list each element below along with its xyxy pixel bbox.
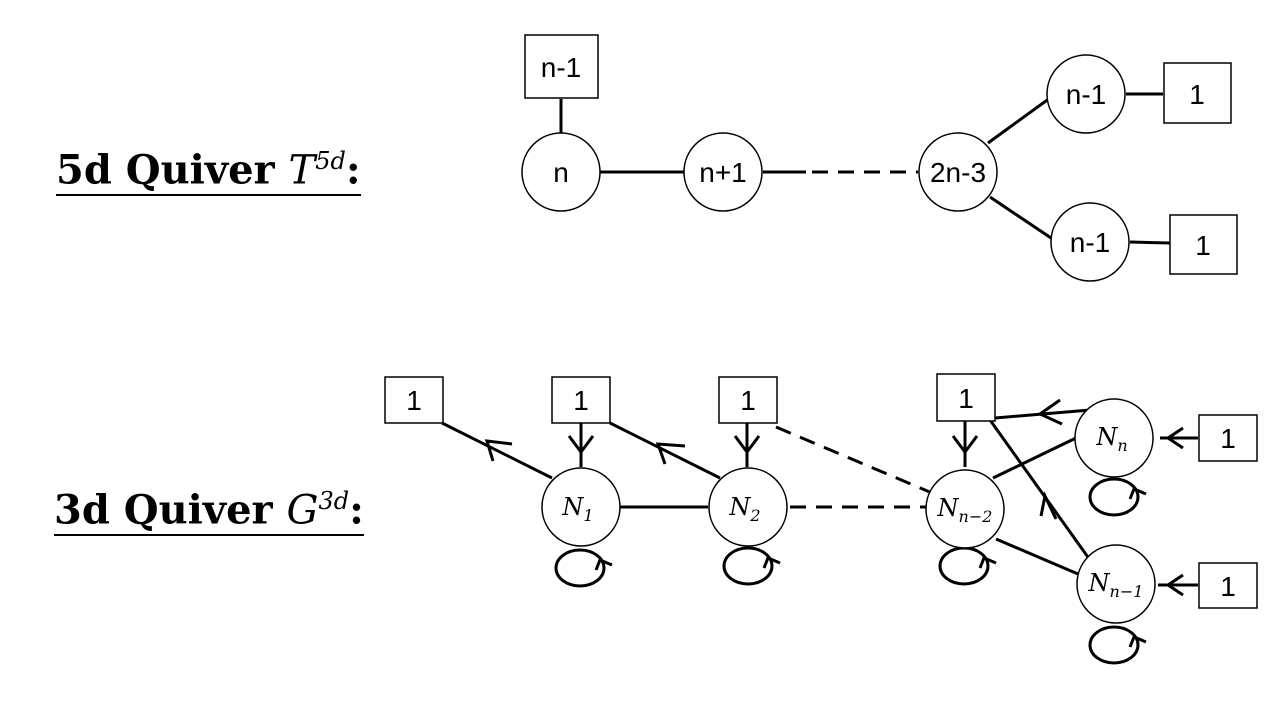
flavor-node-lower-right bbox=[1169, 214, 1238, 275]
gauge-label-Nn: Nn bbox=[1095, 423, 1127, 455]
heading-5d-sup: 5d bbox=[315, 147, 346, 175]
gauge-label-N2: N2 bbox=[728, 493, 760, 525]
three-d-edges bbox=[441, 398, 1198, 597]
flavor-label-upper-right: 1 bbox=[1189, 79, 1205, 110]
arrowhead-flavor3-n2 bbox=[733, 435, 761, 455]
flavor-node-3d-right-upper bbox=[1198, 414, 1258, 462]
heading-3d-quiver: 3d Quiver G3d: bbox=[54, 486, 364, 537]
flavor-node-3d-1 bbox=[384, 376, 444, 424]
gauge-label-nplus1: n+1 bbox=[699, 157, 747, 188]
heading-5d-suffix: : bbox=[345, 146, 361, 194]
flavor-label-lower-right: 1 bbox=[1195, 230, 1211, 261]
five-d-edges bbox=[559, 92, 1171, 245]
flavor-node-upper-right bbox=[1163, 62, 1232, 124]
flavor-node-3d-2 bbox=[551, 376, 611, 424]
arrowhead-flavor-right-nn1 bbox=[1165, 573, 1184, 597]
flavor-label-3d-right-lower: 1 bbox=[1220, 571, 1236, 602]
gauge-node-N2 bbox=[708, 467, 788, 547]
gauge-label-Nn-1: Nn−1 bbox=[1088, 569, 1144, 601]
gauge-node-2n3 bbox=[918, 132, 998, 212]
three-d-self-loops bbox=[554, 477, 1147, 665]
heading-5d-symbol: T bbox=[288, 147, 316, 194]
gauge-node-N1 bbox=[541, 467, 621, 547]
gauge-node-Nn-2 bbox=[925, 469, 1005, 549]
flavor-label-3d-3: 1 bbox=[740, 385, 756, 416]
flavor-label-3d-2: 1 bbox=[573, 385, 589, 416]
gauge-label-Nn-1-base: N bbox=[1088, 569, 1111, 597]
gauge-label-n: n bbox=[553, 157, 569, 188]
heading-3d-symbol: G bbox=[286, 487, 319, 534]
gauge-label-Nn-sub: n bbox=[1117, 436, 1127, 455]
heading-3d-sup: 3d bbox=[318, 487, 350, 515]
flavor-node-3d-3 bbox=[718, 376, 778, 424]
gauge-label-Nn-2-base: N bbox=[937, 494, 960, 522]
arrowhead-flavor2-n1 bbox=[567, 435, 595, 455]
arrowhead-flavor4-nn1 bbox=[1039, 491, 1058, 520]
loop-icon-nn1 bbox=[1088, 625, 1147, 665]
heading-3d-suffix: : bbox=[349, 486, 364, 534]
edge-2n3-to-lower bbox=[989, 195, 1055, 242]
three-d-nodes: 1 1 1 1 N1 N2 Nn−2 Nn Nn−1 1 1 bbox=[384, 373, 1258, 624]
gauge-label-lower: n-1 bbox=[1070, 227, 1110, 258]
flavor-label-top: n-1 bbox=[541, 52, 581, 83]
gauge-node-Nn bbox=[1074, 398, 1154, 478]
edge-nn2-to-nn bbox=[992, 435, 1079, 480]
gauge-node-upper bbox=[1046, 54, 1126, 134]
gauge-label-N1-base: N bbox=[561, 493, 584, 521]
flavor-label-3d-right-upper: 1 bbox=[1220, 423, 1236, 454]
gauge-label-N2-base: N bbox=[728, 493, 751, 521]
edge-flavor2-to-n2 bbox=[609, 421, 721, 480]
edge-flavor1-to-n1 bbox=[441, 421, 553, 480]
edge-nn2-to-nn1 bbox=[995, 537, 1079, 576]
heading-5d-prefix: 5d Quiver bbox=[56, 146, 289, 194]
flavor-label-3d-1: 1 bbox=[406, 385, 422, 416]
loop-icon-n1 bbox=[554, 548, 613, 588]
gauge-label-N2-sub: 2 bbox=[749, 506, 760, 525]
arrowhead-flavor2-n2 bbox=[655, 442, 686, 465]
gauge-node-Nn-1 bbox=[1076, 544, 1156, 624]
loop-icon-nn2 bbox=[938, 546, 997, 586]
flavor-node-3d-4 bbox=[936, 373, 996, 422]
loop-icon-nn bbox=[1088, 477, 1147, 517]
flavor-node-top bbox=[524, 34, 599, 99]
gauge-label-Nn-1-sub: n−1 bbox=[1110, 582, 1144, 601]
arrowhead-flavor4-nn2 bbox=[951, 435, 979, 455]
edge-2n3-to-upper bbox=[987, 96, 1051, 145]
gauge-label-N1: N1 bbox=[561, 493, 593, 525]
edge-flavor3-to-nn2-dashed bbox=[775, 425, 933, 495]
gauge-label-2n3: 2n-3 bbox=[930, 157, 986, 188]
flavor-label-3d-4: 1 bbox=[958, 383, 974, 414]
gauge-label-N1-sub: 1 bbox=[583, 506, 593, 525]
loop-icon-n2 bbox=[722, 546, 781, 586]
gauge-label-Nn-base: N bbox=[1095, 423, 1118, 451]
gauge-label-upper: n-1 bbox=[1066, 79, 1106, 110]
gauge-node-n bbox=[521, 132, 601, 212]
arrowhead-flavor1-n1 bbox=[484, 439, 513, 462]
heading-5d-quiver: 5d Quiver T5d: bbox=[56, 146, 361, 197]
gauge-label-Nn-2: Nn−2 bbox=[937, 494, 993, 526]
edge-flavor4-to-nn1 bbox=[988, 419, 1092, 561]
gauge-node-lower bbox=[1050, 202, 1130, 282]
arrowhead-nn-flavor4 bbox=[1036, 398, 1063, 426]
edge-lower-to-flavor bbox=[1129, 240, 1171, 245]
arrowhead-flavor-right-nn bbox=[1165, 426, 1184, 450]
gauge-label-Nn-2-sub: n−2 bbox=[959, 507, 993, 526]
five-d-nodes: n-1 n n+1 2n-3 n-1 n-1 1 1 bbox=[521, 34, 1238, 282]
gauge-node-nplus1 bbox=[683, 132, 763, 212]
heading-3d-prefix: 3d Quiver bbox=[54, 486, 287, 534]
flavor-node-3d-right-lower bbox=[1198, 562, 1258, 609]
